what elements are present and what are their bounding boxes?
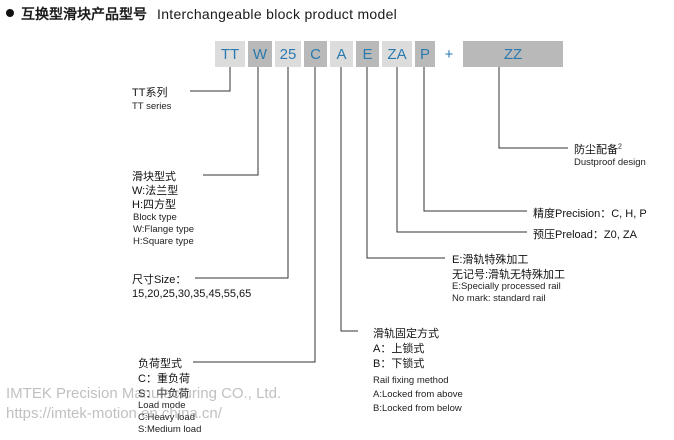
- segment-e: E: [356, 41, 379, 67]
- line-rail-type: [366, 67, 445, 259]
- watermark-url: https://imtek-motion.en.china.cn/: [6, 405, 222, 422]
- segment-plus: +: [444, 45, 454, 63]
- line-preload: [396, 67, 527, 233]
- rail-type-e-en: E:Specially processed rail: [452, 281, 561, 292]
- dustproof-en: Dustproof design: [574, 157, 646, 168]
- title-cn: 互换型滑块产品型号: [21, 6, 147, 22]
- block-type-title-en: Block type: [133, 212, 177, 223]
- size-title: 尺寸Size：: [132, 274, 187, 286]
- segment-size: 25: [275, 41, 301, 67]
- segment-zz: ZZ: [463, 41, 563, 67]
- tt-series-cn: TT系列: [132, 87, 168, 99]
- line-rail-fix: [340, 67, 358, 332]
- line-load: [193, 67, 316, 363]
- segment-za: ZA: [382, 41, 412, 67]
- line-dustproof: [498, 67, 568, 149]
- rail-fix-a-cn: A：上锁式: [373, 343, 425, 355]
- line-size: [195, 67, 289, 279]
- load-title-cn: 负荷型式: [138, 358, 182, 370]
- line-precision: [423, 67, 527, 212]
- title-en: Interchangeable block product model: [157, 6, 398, 22]
- load-s-cn: S：中负荷: [138, 388, 190, 400]
- size-values: 15,20,25,30,35,45,55,65: [132, 288, 252, 300]
- segment-p: P: [415, 41, 435, 67]
- segment-a: A: [330, 41, 353, 67]
- rail-type-e-cn: E:滑轨特殊加工: [452, 254, 529, 266]
- segment-w: W: [248, 41, 272, 67]
- page-title: 互换型滑块产品型号 Interchangeable block product m…: [6, 4, 397, 24]
- tt-series-en: TT series: [132, 101, 172, 112]
- load-c-en: C:Heavy load: [138, 412, 196, 423]
- block-type-w-cn: W:法兰型: [132, 185, 179, 197]
- block-type-h-en: H:Square type: [133, 236, 194, 247]
- preload-text: 预压Preload：Z0, ZA: [533, 229, 637, 241]
- load-s-en: S:Medium load: [138, 424, 202, 435]
- rail-type-none-cn: 无记号:滑轨无特殊加工: [452, 269, 566, 281]
- segment-c: C: [304, 41, 327, 67]
- line-tt: [190, 67, 231, 92]
- block-type-w-en: W:Flange type: [133, 224, 195, 235]
- rail-fix-b-cn: B：下锁式: [373, 358, 425, 370]
- watermark-company: IMTEK Precision Manufacturing CO., Ltd.: [6, 385, 282, 402]
- line-block-type: [203, 67, 259, 176]
- rail-fix-title-cn: 滑轨固定方式: [373, 328, 439, 340]
- block-type-h-cn: H:四方型: [132, 199, 176, 211]
- load-c-cn: C：重负荷: [138, 373, 190, 385]
- rail-fix-a-en: A:Locked from above: [373, 389, 463, 400]
- precision-text: 精度Precision：C, H, P: [533, 208, 647, 220]
- rail-fix-title-en: Rail fixing method: [373, 375, 449, 386]
- dustproof-cn: 防尘配备2: [574, 143, 622, 156]
- bullet-icon: [6, 9, 14, 18]
- dustproof-superscript: 2: [618, 143, 622, 151]
- rail-type-none-en: No mark: standard rail: [452, 293, 546, 304]
- segment-tt: TT: [215, 41, 245, 67]
- rail-fix-b-en: B:Locked from below: [373, 403, 462, 414]
- load-title-en: Load mode: [138, 400, 186, 411]
- block-type-title-cn: 滑块型式: [132, 171, 176, 183]
